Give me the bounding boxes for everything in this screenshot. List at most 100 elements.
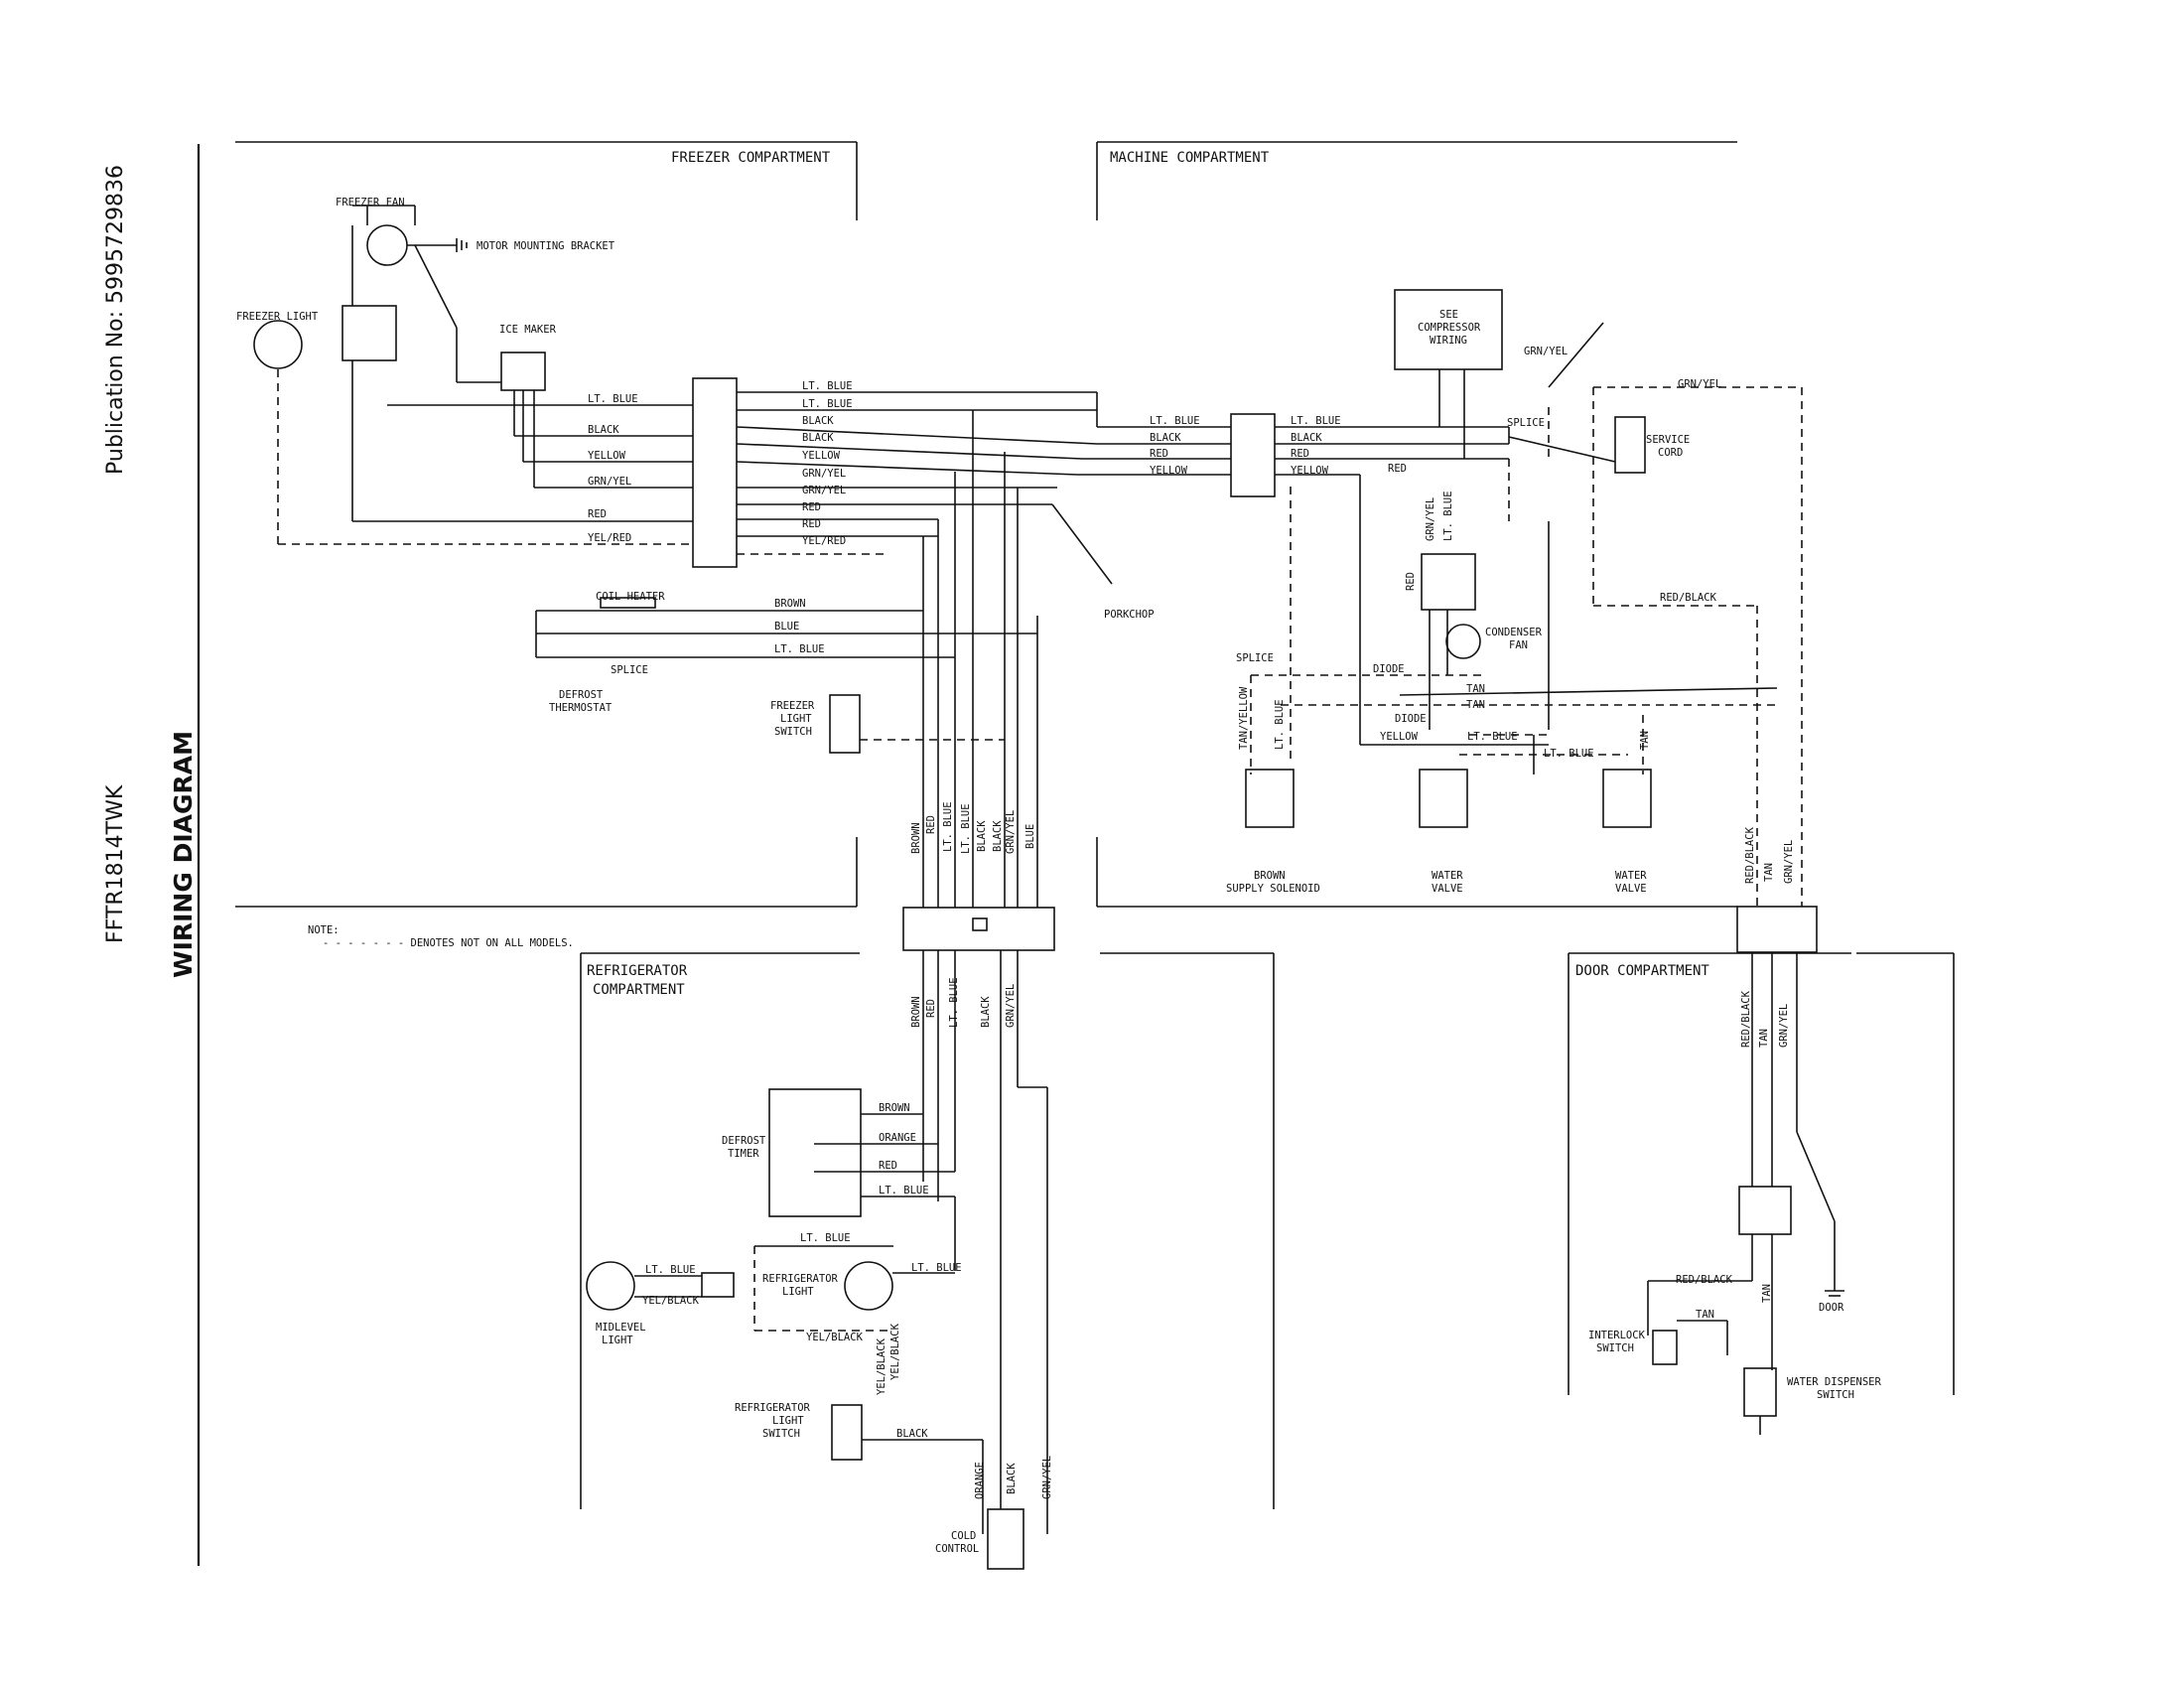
wire-label-yellow-4: YELLOW [1150, 465, 1188, 477]
porkchop-label: PORKCHOP [1104, 609, 1155, 621]
vwire-red-3: RED [1405, 572, 1417, 591]
vwire-orange-2: ORANGE [974, 1462, 986, 1499]
wire-label-lt-blue-1: LT. BLUE [588, 393, 638, 405]
vwire-grn-yel-2: GRN/YEL [1005, 984, 1017, 1028]
midlevel-light-label-line1: MIDLEVEL [596, 1322, 646, 1334]
splice-label: SPLICE [611, 664, 648, 676]
vwire-red-1: RED [925, 815, 937, 834]
wire-label-grn-yel-1: GRN/YEL [588, 476, 631, 488]
wire-label-black-3: BLACK [802, 432, 834, 444]
wire-label-brown-1: BROWN [774, 598, 806, 610]
note-text: - - - - - - - DENOTES NOT ON ALL MODELS. [323, 937, 574, 949]
wire-label-yel-black-2: YEL/BLACK [806, 1332, 864, 1343]
wire-label-lt-blue-6: LT. BLUE [1150, 415, 1200, 427]
coil-heater-label: COIL HEATER [596, 591, 665, 603]
wire-label-red-7: RED [879, 1160, 897, 1172]
vwire-red-2: RED [925, 999, 937, 1018]
vwire-brown-1: BROWN [910, 822, 922, 854]
supply-solenoid-label-line1: BROWN [1254, 870, 1286, 882]
wire-label-red-1: RED [588, 508, 607, 520]
compressor-wiring-label-line3: WIRING [1430, 335, 1467, 347]
wire-label-red-6: RED [1388, 463, 1407, 475]
wire-label-yel-red-1: YEL/RED [588, 532, 631, 544]
vwire-tan-7: TAN [1761, 1284, 1773, 1303]
vwire-blue-1: BLUE [1024, 824, 1036, 849]
vwire-grn-yel-4: GRN/YEL [1425, 497, 1436, 541]
freezer-compartment-label: FREEZER COMPARTMENT [671, 150, 831, 166]
wire-label-tan-3: TAN [1696, 1309, 1714, 1321]
vwire-lt-blue-5: LT. BLUE [1274, 699, 1286, 750]
wire-label-lt-blue-4: LT. BLUE [774, 643, 825, 655]
refrigerator-light-label-line1: REFRIGERATOR [762, 1273, 839, 1285]
vwire-tan-6: TAN [1758, 1029, 1770, 1048]
water-valve-2-label-line2: VALVE [1615, 883, 1647, 895]
vwire-black-2: BLACK [992, 820, 1004, 852]
wire-label-yellow-1: YELLOW [588, 450, 626, 462]
refrigerator-light-switch-label-line1: REFRIGERATOR [735, 1402, 811, 1414]
wire-label-lt-blue-3: LT. BLUE [802, 398, 853, 410]
ice-maker-label: ICE MAKER [499, 324, 557, 336]
wire-label-grn-yel-5: GRN/YEL [1678, 378, 1721, 390]
vwire-black-3: BLACK [980, 996, 992, 1028]
cold-control-label-line2: CONTROL [935, 1543, 979, 1555]
wire-label-yellow-5: YELLOW [1380, 731, 1419, 743]
splice-label-machine: SPLICE [1507, 417, 1545, 429]
wire-label-black-2: BLACK [802, 415, 834, 427]
vwire-lt-blue-2: LT. BLUE [960, 803, 972, 854]
vwire-yel-black-4: YEL/BLACK [889, 1323, 901, 1380]
vwire-grn-yel-6: GRN/YEL [1778, 1004, 1790, 1048]
condenser-fan-label-line2: FAN [1509, 639, 1528, 651]
wire-label-lt-blue-2: LT. BLUE [802, 380, 853, 392]
vwire-red-black-3: RED/BLACK [1744, 826, 1756, 884]
wire-label-red-4: RED [1291, 448, 1309, 460]
splice-label-machine-2: SPLICE [1236, 652, 1274, 664]
freezer-light-switch-label-line3: SWITCH [774, 726, 812, 738]
defrost-timer-label-line1: DEFROST [722, 1135, 766, 1147]
wire-label-lt-blue-10: LT. BLUE [800, 1232, 851, 1244]
defrost-timer-label-line2: TIMER [728, 1148, 759, 1160]
compressor-wiring-label-line2: COMPRESSOR [1418, 322, 1481, 334]
vwire-brown-2: BROWN [910, 996, 922, 1028]
vwire-black-1: BLACK [976, 820, 988, 852]
vwire-yel-black-3: YEL/BLACK [876, 1337, 887, 1395]
wire-label-black-6: BLACK [896, 1428, 928, 1440]
wire-label-lt-blue-7: LT. BLUE [1467, 731, 1518, 743]
wire-label-lt-blue-8: LT. BLUE [1544, 748, 1594, 760]
wire-label-red-black-2: RED/BLACK [1676, 1274, 1733, 1286]
motor-bracket-label: MOTOR MOUNTING BRACKET [477, 240, 615, 252]
freezer-light-switch-label-line2: LIGHT [780, 713, 812, 725]
wire-label-red-5: RED [1150, 448, 1168, 460]
refrigerator-light-switch-label-line3: SWITCH [762, 1428, 800, 1440]
compressor-wiring-label-line1: SEE [1439, 309, 1458, 321]
wire-label-lt-blue-12: LT. BLUE [911, 1262, 962, 1274]
freezer-fan-label: FREEZER FAN [336, 197, 405, 209]
wire-label-yel-black-1: YEL/BLACK [642, 1295, 700, 1307]
vwire-grn-yel-5: GRN/YEL [1783, 840, 1795, 884]
vwire-grn-yel-1: GRN/YEL [1005, 810, 1017, 854]
defrost-thermostat-label-line2: THERMOSTAT [549, 702, 613, 714]
freezer-light-label: FREEZER LIGHT [236, 311, 319, 323]
door-label: DOOR [1819, 1302, 1844, 1314]
wire-label-yel-red-2: YEL/RED [802, 535, 846, 547]
wire-label-lt-blue-11: LT. BLUE [645, 1264, 696, 1276]
door-compartment-label: DOOR COMPARTMENT [1575, 963, 1709, 979]
cold-control-label-line1: COLD [951, 1530, 976, 1542]
refrigerator-compartment-label-line2: COMPARTMENT [593, 982, 685, 998]
vwire-red-black-4: RED/BLACK [1740, 990, 1752, 1048]
machine-compartment-label: MACHINE COMPARTMENT [1110, 150, 1270, 166]
vwire-tan-yellow: TAN/YELLOW [1238, 686, 1250, 750]
defrost-thermostat-label-line1: DEFROST [559, 689, 604, 701]
vwire-tan-4: TAN [1639, 731, 1651, 750]
diode-label-2: DIODE [1395, 713, 1427, 725]
interlock-switch-label-line2: SWITCH [1596, 1342, 1634, 1354]
water-valve-1-label-line1: WATER [1432, 870, 1463, 882]
vwire-grn-yel-3: GRN/YEL [1041, 1456, 1053, 1499]
wire-label-black-5: BLACK [1150, 432, 1181, 444]
water-dispenser-switch-label-line2: SWITCH [1817, 1389, 1854, 1401]
refrigerator-compartment-label-line1: REFRIGERATOR [587, 963, 688, 979]
wire-label-grn-yel-4: GRN/YEL [1524, 346, 1568, 357]
vwire-lt-blue-1: LT. BLUE [942, 801, 954, 852]
vwire-lt-blue-4: LT. BLUE [1442, 491, 1454, 541]
